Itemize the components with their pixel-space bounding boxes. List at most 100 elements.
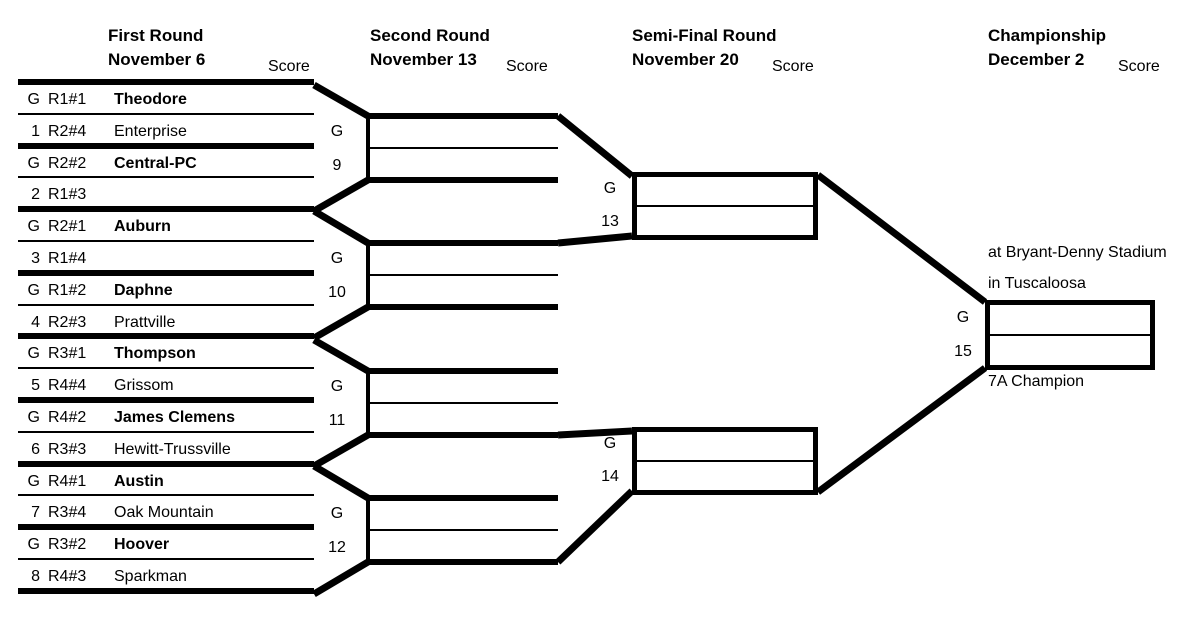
bracket-rule-thick xyxy=(368,432,558,438)
seed-label: 3 xyxy=(31,250,40,267)
seed-label: 6 xyxy=(31,440,40,458)
bracket-rule-thick xyxy=(18,587,314,594)
second-round-score-number: 9 xyxy=(332,157,342,174)
bracket-rule-thick xyxy=(18,397,314,403)
round-date: November 20 xyxy=(632,50,739,69)
bracket-rule-thin xyxy=(18,558,314,560)
bracket-rule-thick xyxy=(368,240,558,246)
box-divider xyxy=(637,205,813,207)
second-round-score-letter: G xyxy=(330,378,344,395)
bracket-rule-thick xyxy=(368,113,558,119)
seed-label: 2 xyxy=(31,186,40,204)
match-code: R4#1 xyxy=(48,472,87,490)
box-divider xyxy=(990,334,1150,336)
bracket-rule-thick xyxy=(18,333,314,340)
team-name: Enterprise xyxy=(114,122,187,140)
venue-line-1: at Bryant-Denny Stadium xyxy=(988,244,1167,261)
match-code: R3#1 xyxy=(48,345,87,363)
seed-label: G xyxy=(27,281,40,299)
second-round-score-letter: G xyxy=(330,250,344,267)
score-header-semifinal: Score xyxy=(772,58,814,75)
round-date: November 6 xyxy=(108,50,206,69)
round-title: Second Round xyxy=(370,26,490,45)
team-name: Grissom xyxy=(114,377,174,395)
bracket-rule-thick xyxy=(18,460,314,467)
bracket-rule-thick xyxy=(368,177,558,183)
bracket-rule-thick xyxy=(18,524,314,531)
bracket-rule-thin xyxy=(18,240,314,242)
score-header-first: Score xyxy=(268,58,310,75)
team-name: Prattville xyxy=(114,313,176,331)
match-code: R1#3 xyxy=(48,186,87,204)
score-header-second: Score xyxy=(506,58,548,75)
semifinal-score-top-number: 13 xyxy=(601,213,619,230)
seed-label: G xyxy=(27,91,40,108)
second-round-score-letter: G xyxy=(330,505,344,522)
seed-label: G xyxy=(27,345,40,363)
bracket-rule-thick xyxy=(18,206,314,213)
championship-score-number: 15 xyxy=(954,343,972,360)
bracket-rule-thin xyxy=(368,147,558,149)
seed-label: 7 xyxy=(31,504,40,522)
second-round-score-number: 10 xyxy=(328,284,346,301)
bracket-rule-thin xyxy=(18,112,314,115)
venue-line-2: in Tuscaloosa xyxy=(988,275,1086,292)
round-header-championship: Championship December 2 xyxy=(988,26,1106,70)
bracket-rule-thick xyxy=(18,79,314,85)
match-code: R3#4 xyxy=(48,504,87,522)
champion-caption: 7A Champion xyxy=(988,373,1085,390)
round-header-second: Second Round November 13 xyxy=(370,26,490,70)
championship-box[interactable] xyxy=(985,300,1155,370)
team-name: James Clemens xyxy=(114,409,235,426)
match-code: R4#2 xyxy=(48,409,87,426)
round-header-semifinal: Semi-Final Round November 20 xyxy=(632,26,777,70)
bracket-rule-thin xyxy=(18,176,314,179)
round-date: November 13 xyxy=(370,50,477,69)
round-header-first: First Round November 6 xyxy=(108,26,205,70)
box-divider xyxy=(637,460,813,462)
bracket-rule-thin xyxy=(368,529,558,531)
bracket-rule-thin xyxy=(368,274,558,276)
bracket-slot-edge xyxy=(366,240,370,310)
semifinal-score-bottom-letter: G xyxy=(603,435,617,452)
semifinal-box-bottom[interactable] xyxy=(632,427,818,495)
team-name: Thompson xyxy=(114,345,196,363)
bracket-rule-thick xyxy=(368,304,558,310)
bracket-rule-thick xyxy=(368,495,558,501)
match-code: R2#2 xyxy=(48,154,87,172)
bracket-rule-thin xyxy=(368,402,558,404)
bracket-rule-thick xyxy=(368,559,558,565)
team-name: Sparkman xyxy=(114,568,187,585)
match-code: R3#3 xyxy=(48,440,87,458)
team-name: Central-PC xyxy=(114,154,197,172)
round-date: December 2 xyxy=(988,50,1085,69)
bracket-rule-thick xyxy=(18,269,314,276)
bracket-rule-thick xyxy=(368,368,558,374)
bracket-rule-thin xyxy=(18,367,314,370)
match-code: R1#1 xyxy=(48,91,87,108)
team-name: Hoover xyxy=(114,536,170,554)
match-code: R1#2 xyxy=(48,281,87,299)
bracket-rule-thin xyxy=(18,430,314,433)
team-name: Theodore xyxy=(114,91,187,108)
match-code: R3#2 xyxy=(48,536,87,554)
bracket-rule-thin xyxy=(18,303,314,306)
second-round-score-number: 12 xyxy=(328,539,346,556)
seed-label: G xyxy=(27,218,40,236)
round-title: Championship xyxy=(988,26,1107,45)
team-name: Daphne xyxy=(114,281,173,299)
seed-label: G xyxy=(27,154,40,172)
team-name: Auburn xyxy=(114,218,171,236)
match-code: R4#3 xyxy=(48,568,87,585)
championship-score-letter: G xyxy=(956,309,970,326)
match-code: R2#4 xyxy=(48,122,87,140)
bracket-slot-edge xyxy=(366,113,370,183)
match-code: R2#1 xyxy=(48,218,87,236)
semifinal-score-top-letter: G xyxy=(603,180,617,197)
second-round-score-number: 11 xyxy=(328,412,346,429)
team-name: Oak Mountain xyxy=(114,504,214,522)
semifinal-box-top[interactable] xyxy=(632,172,818,240)
match-code: R2#3 xyxy=(48,313,87,331)
match-code: R4#4 xyxy=(48,377,87,395)
